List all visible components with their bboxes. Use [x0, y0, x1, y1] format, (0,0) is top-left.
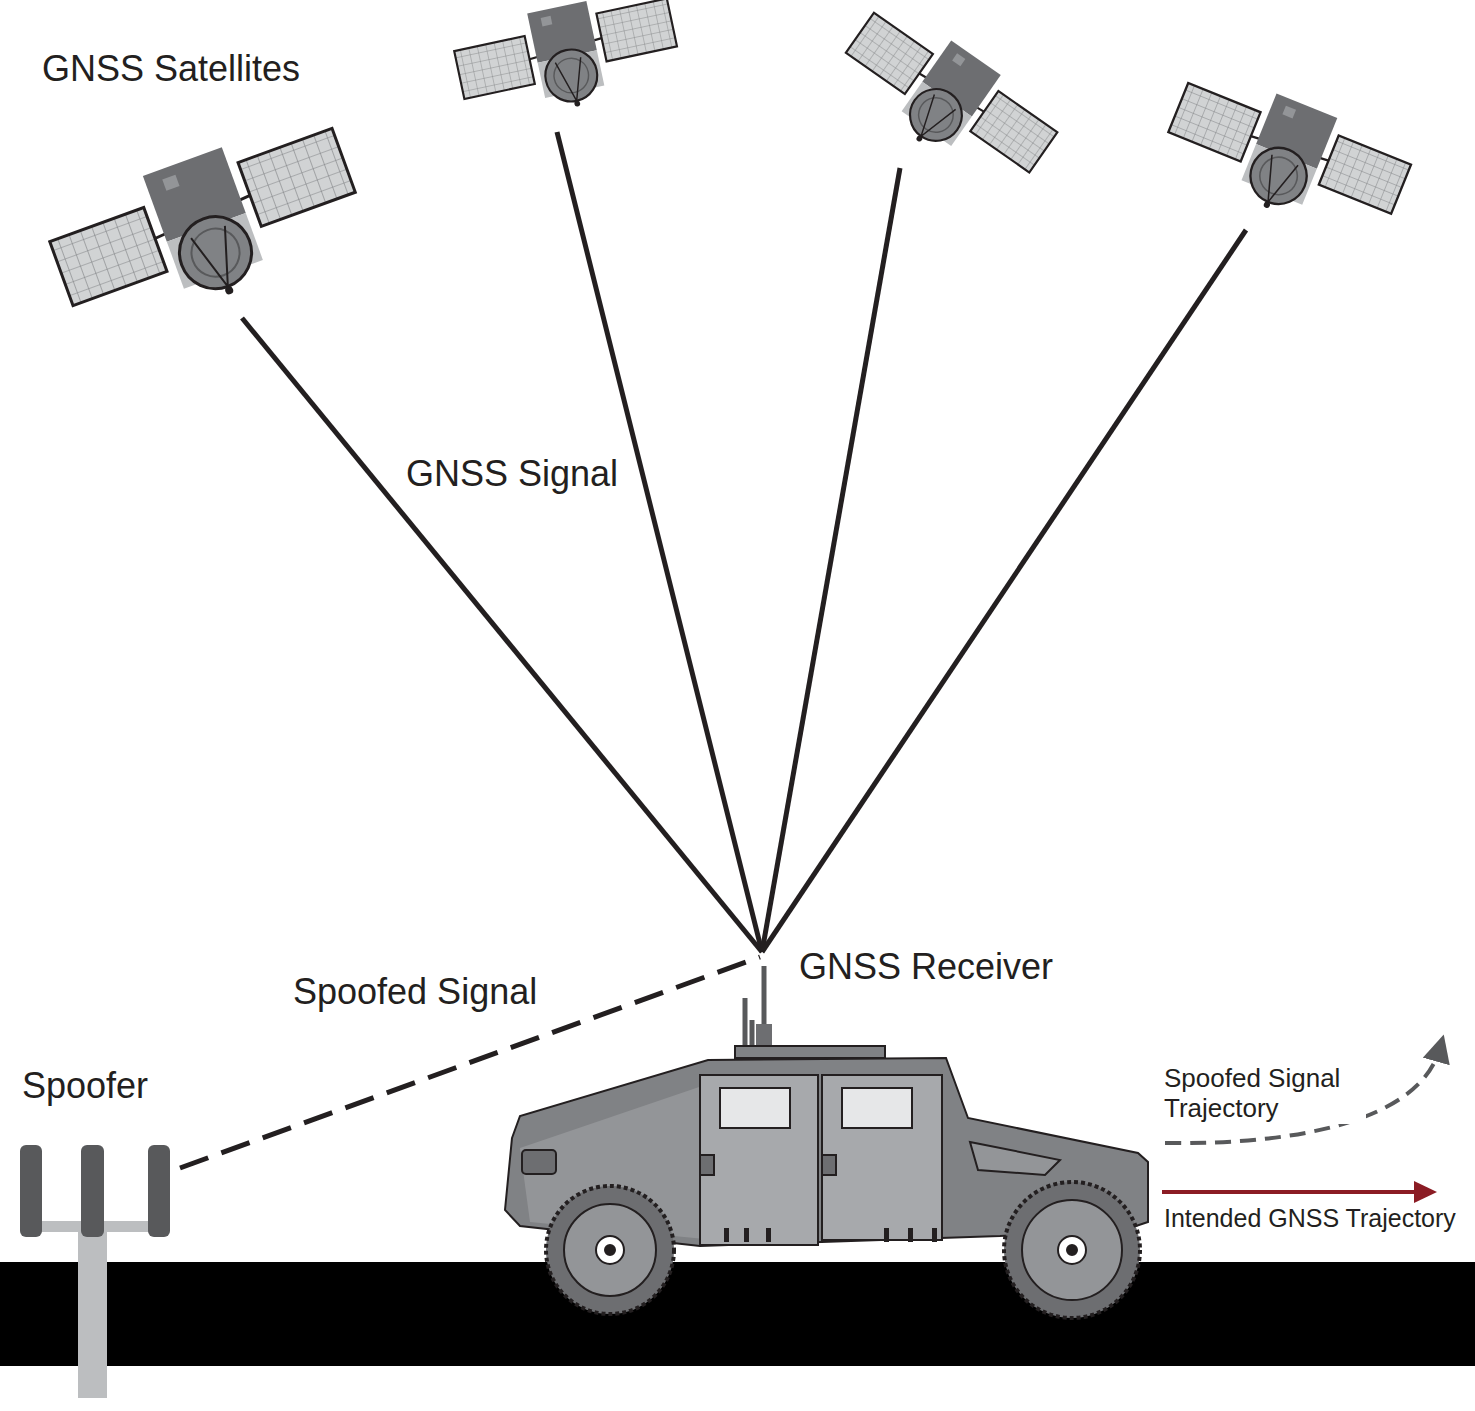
spoofer-antenna — [20, 1145, 170, 1398]
satellite — [450, 0, 685, 129]
legend-text: Intended GNSS Trajectory — [1162, 1204, 1458, 1233]
device-label: Spoofer — [20, 1065, 150, 1106]
intended-trajectory-arrow — [1162, 1190, 1418, 1194]
arrowhead — [1414, 1181, 1437, 1203]
satellites — [40, 0, 1417, 346]
signal-label: GNSS Signal — [404, 453, 620, 494]
satellite — [40, 110, 374, 346]
satellite — [1156, 61, 1417, 252]
heading-label: GNSS Satellites — [40, 48, 302, 89]
ground — [0, 1262, 1475, 1366]
signal-label: Spoofed Signal — [291, 971, 539, 1012]
receiver-label: GNSS Receiver — [797, 946, 1055, 987]
gnss-signal-lines — [242, 132, 1246, 952]
satellite — [828, 0, 1066, 204]
vehicle — [505, 966, 1148, 1318]
legend-text: Spoofed Signal Trajectory — [1162, 1064, 1366, 1124]
